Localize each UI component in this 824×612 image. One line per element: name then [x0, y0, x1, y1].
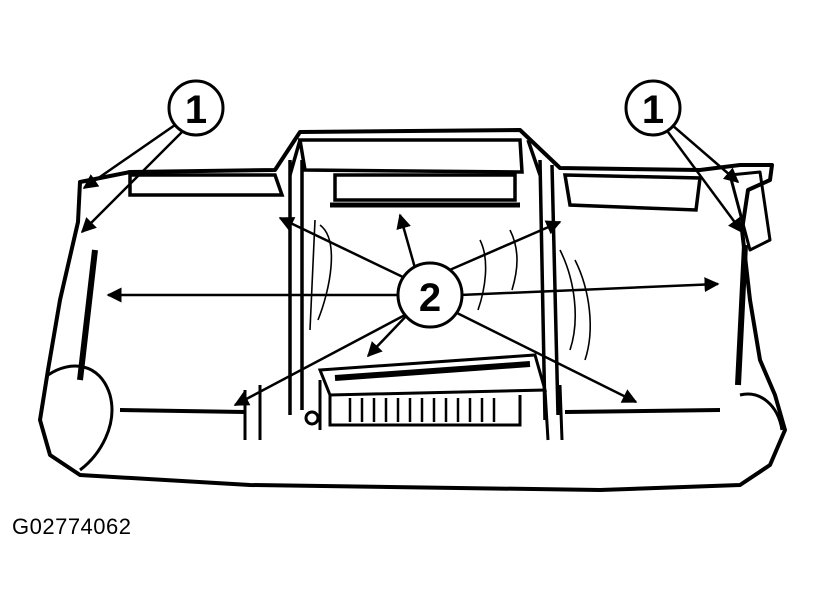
callout-2-center: 2	[106, 213, 720, 407]
top-bracket	[128, 138, 702, 421]
callout-1-left: 1	[80, 79, 225, 234]
callout-2-label: 2	[419, 276, 441, 320]
bottom-connector	[119, 353, 721, 441]
callout-1-left-label: 1	[185, 88, 207, 132]
callout-1-right: 1	[624, 79, 744, 234]
callout-1-right-label: 1	[642, 88, 664, 132]
housing-outline	[38, 128, 787, 492]
figure-id: G02774062	[12, 514, 132, 539]
inner-detail	[309, 219, 591, 361]
